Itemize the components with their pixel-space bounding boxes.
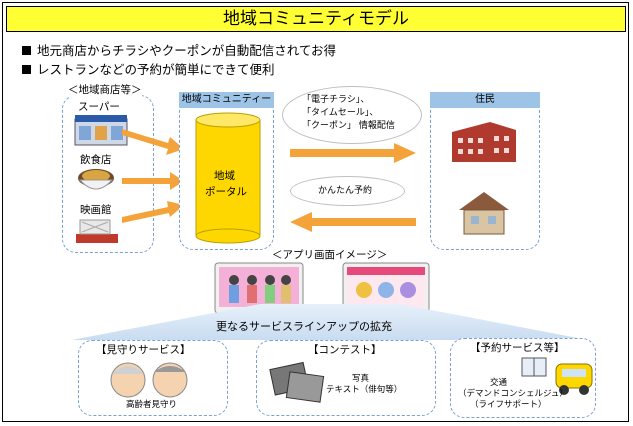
shop-label-supermarket: スーパー — [78, 101, 120, 113]
distribution-arrow — [290, 143, 416, 163]
square-bullet-icon — [22, 46, 31, 55]
bullet-item: 地元商店からチラシやクーポンが自動配信されてお得 — [22, 40, 336, 59]
service-desc: テキスト（俳句等） — [326, 385, 403, 395]
distribution-text: 「電子チラシ」、 「タイムセール」、 「クーポン」 情報配信 — [302, 94, 395, 133]
lineup-label: 更なるサービスラインアップの拡充 — [216, 320, 392, 333]
reservation-label: かんたん予約 — [318, 186, 373, 196]
distribution-line: 「タイムセール」、 — [302, 108, 379, 118]
outer-frame — [2, 2, 629, 422]
service-desc: 高齢者見守り — [126, 400, 178, 410]
distribution-line: 「電子チラシ」、 — [302, 95, 370, 105]
square-bullet-icon — [22, 65, 31, 74]
shop-to-portal-arrows — [122, 129, 184, 223]
service-desc: （デマンドコンシェルジュ） — [458, 389, 568, 399]
service-desc: 写真 — [352, 374, 370, 384]
food-bowl-icon — [78, 169, 114, 190]
distribution-bubble — [282, 86, 422, 144]
house-icon — [459, 192, 509, 235]
booklet-icon — [521, 357, 547, 377]
service-desc: （ライフサポート） — [470, 400, 547, 410]
reservation-arrow — [290, 212, 416, 232]
elderly-couple-icon — [110, 362, 188, 398]
residents-tag: 住民 — [430, 92, 540, 108]
app-screenshot-menu — [342, 262, 430, 314]
taxi-icon — [555, 363, 593, 395]
supermarket-icon — [74, 115, 128, 146]
app-screenshot-family — [214, 262, 304, 314]
cinema-icon — [76, 219, 118, 243]
shop-label-cinema: 映画館 — [80, 204, 112, 216]
distribution-line: 「クーポン」 情報配信 — [302, 121, 395, 131]
service-title: 【予約サービス等】 — [470, 342, 565, 354]
page-title: 地域コミュニティモデル — [6, 6, 626, 32]
photo-stack-icon — [269, 361, 325, 403]
shop-label-restaurant: 飲食店 — [80, 154, 112, 166]
shops-header: ＜地域商店等＞ — [68, 82, 142, 97]
apartment-building-icon — [452, 122, 516, 162]
bullet-item: レストランなどの予約が簡単にできて便利 — [22, 59, 275, 78]
bullet-text: 地元商店からチラシやクーポンが自動配信されてお得 — [37, 43, 337, 58]
app-caption: ＜アプリ画面イメージ＞ — [272, 249, 388, 261]
portal-label-line2: ポータル — [205, 186, 247, 198]
service-title: 【見守りサービス】 — [96, 344, 191, 356]
service-title: 【コンテスト】 — [308, 344, 382, 356]
portal-label-line1: 地域 — [214, 170, 235, 182]
portal-cylinder-icon — [195, 112, 261, 244]
community-tag: 地域コミュニティー — [179, 92, 274, 108]
bullet-text: レストランなどの予約が簡単にできて便利 — [37, 62, 275, 77]
service-desc: 交通 — [490, 378, 508, 388]
reservation-bubble — [290, 176, 405, 206]
lineup-wedge — [72, 304, 588, 340]
